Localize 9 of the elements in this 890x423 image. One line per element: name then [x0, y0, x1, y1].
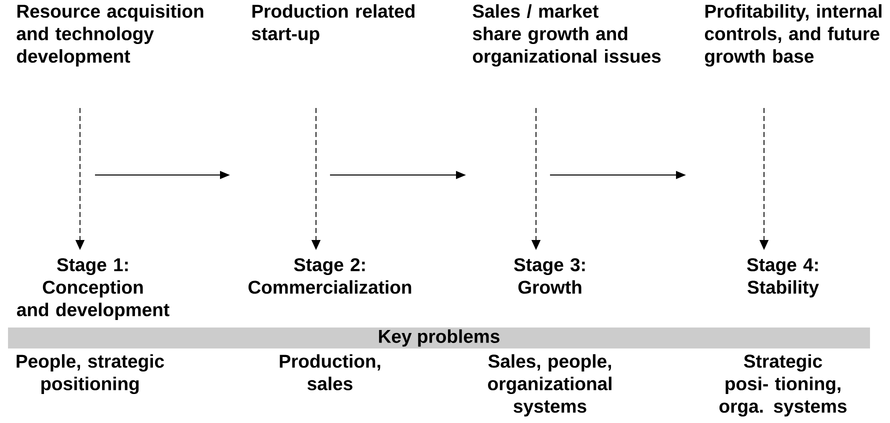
header-band: Key problems	[8, 328, 870, 348]
phase-heading: Sales / market share growth and organizational issues	[472, 4, 661, 67]
stage-title: Stage 4: Stability	[747, 258, 819, 298]
phase-heading: Profitability, internal controls, and future growth base	[704, 4, 882, 67]
stage-title: Stage 1: Conception and development	[16, 258, 170, 320]
phase-heading: Production related start-up	[252, 4, 414, 44]
stage-title: Stage 2: Commercialization	[248, 258, 412, 294]
stage-title: Stage 3: Growth	[514, 258, 585, 294]
phase-heading: Resource acquisition and technology development	[16, 4, 204, 66]
